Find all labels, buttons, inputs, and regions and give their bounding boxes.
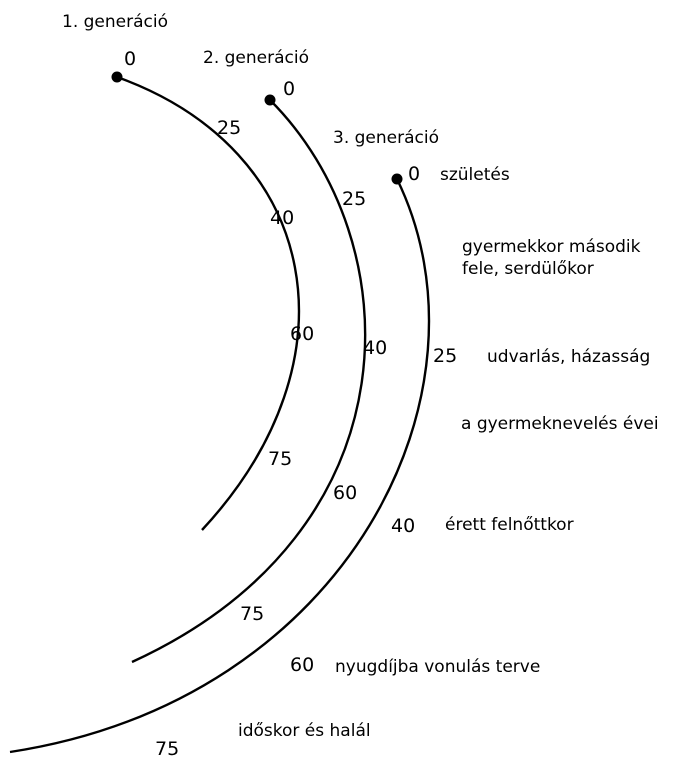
generation-2-age-25: 25 — [342, 188, 367, 210]
generation-1-age-75: 75 — [268, 448, 293, 470]
generation-1-arc — [116, 75, 301, 531]
generation-3-birth-dot — [391, 173, 403, 185]
generation-3-title: 3. generáció — [333, 128, 439, 148]
generation-1-age-40: 40 — [270, 207, 295, 229]
generation-3-age-0: 0 — [408, 163, 421, 185]
stage-mature-adulthood: érett felnőttkor — [445, 515, 574, 535]
generation-2-title: 2. generáció — [203, 48, 309, 68]
generation-1-age-25: 25 — [217, 117, 242, 139]
generation-3-age-40: 40 — [391, 515, 416, 537]
generation-2-age-75: 75 — [240, 603, 265, 625]
generation-3-age-60: 60 — [290, 654, 315, 676]
generation-1-age-60: 60 — [290, 323, 315, 345]
generation-1-title: 1. generáció — [62, 12, 168, 32]
stage-child-rearing: a gyermeknevelés évei — [461, 414, 659, 434]
generation-2-arc — [131, 99, 367, 664]
stage-old-age-death: időskor és halál — [238, 721, 371, 741]
generation-2-age-40: 40 — [363, 337, 388, 359]
generation-2-birth-dot — [264, 94, 276, 106]
stage-late-childhood-adolescence: gyermekkor második fele, serdülőkor — [462, 237, 641, 279]
generation-2-age-0: 0 — [283, 78, 296, 100]
generation-3-age-75: 75 — [155, 738, 180, 758]
generation-3-arc — [9, 178, 431, 754]
generation-1-birth-dot — [111, 71, 123, 83]
generation-1-age-0: 0 — [124, 48, 137, 70]
generation-3-age-25: 25 — [433, 345, 458, 367]
stage-birth: születés — [440, 165, 510, 185]
stage-courtship-marriage: udvarlás, házasság — [487, 347, 651, 367]
generation-2-age-60: 60 — [333, 482, 358, 504]
stage-retirement-planning: nyugdíjba vonulás terve — [335, 657, 541, 677]
